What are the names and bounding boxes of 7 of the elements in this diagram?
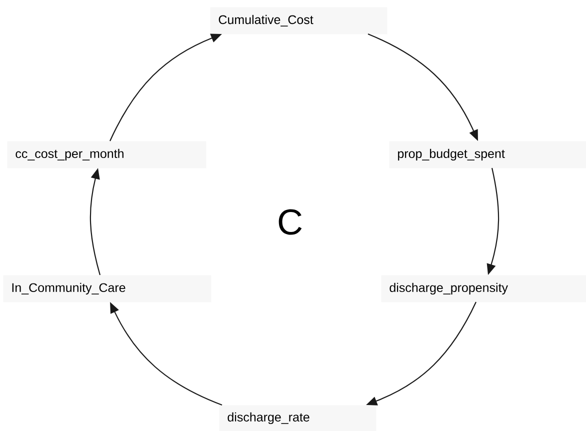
variable-box: cc_cost_per_month [7, 141, 206, 168]
variable-box: In_Community_Care [3, 275, 212, 302]
loop-label: C [278, 209, 302, 235]
variable-box: Cumulative_Cost [210, 7, 388, 34]
variable-box: discharge_propensity [381, 275, 586, 302]
variable-box: discharge_rate [219, 405, 376, 431]
variable-box: prop_budget_spent [389, 141, 586, 168]
